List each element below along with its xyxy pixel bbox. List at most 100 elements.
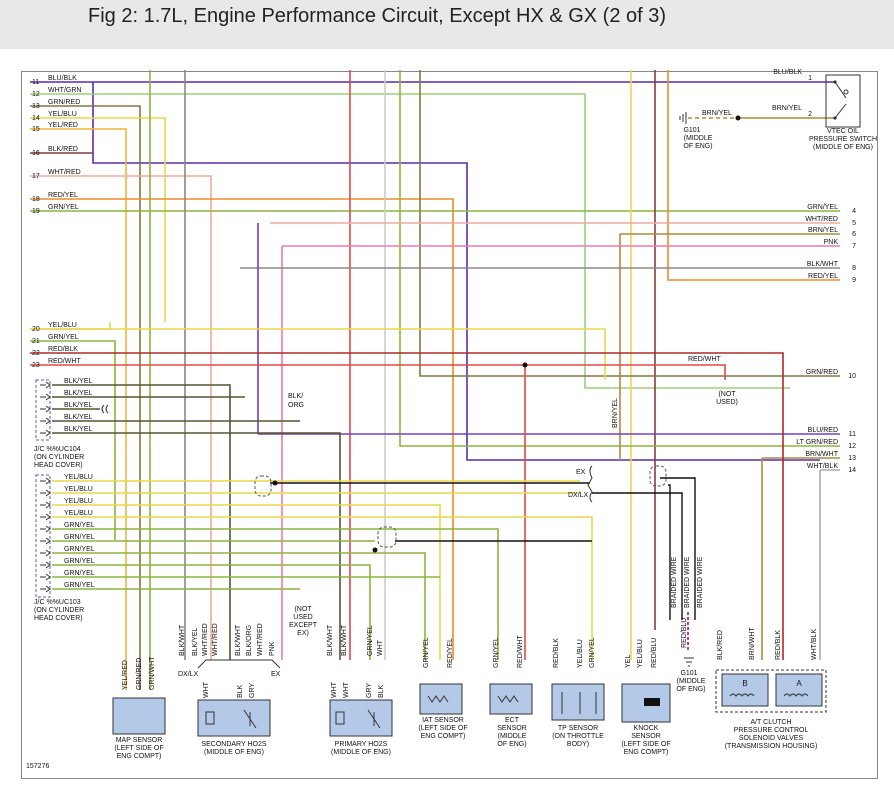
- braided-label-2: BRAIDED WIRE: [684, 556, 691, 608]
- jc104-wire-label: BLK/YEL: [64, 414, 93, 421]
- brn-yel-vert-label: BRN/YEL: [612, 398, 619, 428]
- right-pin-number: 14: [848, 467, 856, 474]
- wire-layer: [30, 70, 840, 690]
- splice-dot: [372, 547, 378, 553]
- atc-wire-4: WHT/BLK: [811, 629, 818, 660]
- atc-a: A: [796, 679, 802, 688]
- sec-wire-4: WHT/RED: [212, 623, 219, 656]
- jc103-wire-4: [52, 516, 593, 660]
- sec-pin-3: GRY: [249, 683, 256, 698]
- ect-label-4: OF ENG): [497, 741, 526, 748]
- splice-dot: [272, 480, 278, 486]
- pin-arrow-icon: [40, 573, 51, 581]
- braided-label-3: BRAIDED WIRE: [697, 556, 704, 608]
- diagram-frame: [21, 71, 878, 779]
- jc104-wire-5: [52, 432, 341, 660]
- jc103-wire-label: GRN/YEL: [64, 546, 95, 553]
- splice-dots: [272, 115, 741, 553]
- wire-18-red-yel: [30, 198, 454, 660]
- right-pin-label: BLU/BLK: [773, 69, 802, 76]
- knock-label-4: ENG COMPT): [624, 749, 669, 756]
- jc103-connector: YEL/BLUYEL/BLUYEL/BLUYEL/BLUGRN/YELGRN/Y…: [34, 474, 95, 622]
- page-title: Fig 2: 1.7L, Engine Performance Circuit,…: [88, 5, 667, 27]
- g101-top-wire-label: BRN/YEL: [702, 110, 732, 117]
- pin-arrow-icon: [40, 501, 51, 509]
- atc-wire-1: BLK/RED: [717, 630, 724, 660]
- pri-label-2: (MIDDLE OF ENG): [331, 749, 391, 756]
- jc103-label-1: J/C %%UC103: [34, 599, 81, 606]
- right-pin-number: 4: [852, 208, 856, 215]
- pin-arrow-icon: [40, 561, 51, 569]
- pri-wire-2: BLK/WHT: [341, 624, 348, 656]
- g101-top-l2: (MIDDLE: [684, 135, 713, 142]
- sec-wire-5: BLK/WHT: [235, 624, 242, 656]
- left-pin-label: BLU/BLK: [48, 75, 77, 82]
- tp-sensor: RED/BLK YEL/BLU GRN/YEL TP SENSOR (ON TH…: [551, 637, 605, 748]
- jc103-wire-label: GRN/YEL: [64, 534, 95, 541]
- left-pin-number: 12: [32, 91, 40, 98]
- atc-wire-2: BRN/WHT: [749, 627, 756, 660]
- right-pin-number: 8: [852, 265, 856, 272]
- right-pin-label: WHT/BLK: [807, 463, 838, 470]
- iat-label-2: (LEFT SIDE OF: [418, 725, 467, 732]
- pin-arrow-icon: [40, 429, 51, 437]
- right-pin-label: BRN/WHT: [805, 451, 838, 458]
- ex-label: EX: [576, 469, 586, 476]
- knock-wire-3: RED/BLU: [651, 638, 658, 668]
- vtec-label-3: (MIDDLE OF ENG): [813, 144, 873, 151]
- jc104-wire-1: [52, 384, 231, 660]
- g101-bottom-l2: (MIDDLE: [677, 678, 706, 685]
- ect-label-2: SENSOR: [497, 725, 527, 732]
- jc104-wire-label: BLK/YEL: [64, 390, 93, 397]
- left-pin-label: RED/BLK: [48, 346, 78, 353]
- pin-arrow-icon: [40, 393, 51, 401]
- right-pin-number: 5: [852, 220, 856, 227]
- pin-arrow-icon: [40, 537, 51, 545]
- right-pin-labels: 1BLU/BLK2BRN/YEL4GRN/YEL5WHT/RED6BRN/YEL…: [772, 69, 856, 474]
- g101-top-l3: OF ENG): [683, 143, 712, 150]
- atc-b: B: [742, 679, 747, 688]
- jc104-label-3: HEAD COVER): [34, 462, 83, 469]
- left-pin-number: 13: [32, 103, 40, 110]
- left-pin-number: 22: [32, 350, 40, 357]
- sec-note-1: (NOT: [294, 606, 312, 613]
- left-pin-number: 23: [32, 362, 40, 369]
- g101-bottom-l3: OF ENG): [676, 686, 705, 693]
- sec-wire-2: BLK/YEL: [192, 627, 199, 656]
- right-pin-label: BRN/YEL: [808, 227, 838, 234]
- left-pin-label: BLK/RED: [48, 146, 78, 153]
- left-pin-number: 16: [32, 150, 40, 157]
- left-pin-label: GRN/RED: [48, 99, 80, 106]
- pin-arrow-icon: [40, 381, 51, 389]
- jc103-wire-5: [52, 528, 499, 660]
- knock-label-2: SENSOR: [631, 733, 661, 740]
- right-pin-number: 10: [848, 373, 856, 380]
- wire-brn-wht-r: [761, 457, 840, 660]
- pri-wire-1: BLK/WHT: [327, 624, 334, 656]
- sec-wire-3: WHT/RED: [202, 623, 209, 656]
- map-wire-3: GRN/WHT: [149, 656, 156, 690]
- tp-wire-1: RED/BLK: [553, 638, 560, 668]
- atc-label-2: PRESSURE CONTROL: [734, 727, 809, 734]
- jc103-wire-3: [52, 504, 441, 660]
- blk-org-label-1: BLK/: [288, 393, 303, 400]
- not-used-label-1: (NOT: [718, 391, 736, 398]
- splice-dot: [735, 115, 741, 121]
- left-pin-number: 19: [32, 208, 40, 215]
- wire-22-red-blk: [30, 352, 784, 660]
- braided-wire-2: [592, 492, 683, 620]
- right-pin-number: 13: [848, 455, 856, 462]
- jc103-wire-label: GRN/YEL: [64, 522, 95, 529]
- braided-label-1: BRAIDED WIRE: [671, 556, 678, 608]
- sec-wire-7: WHT/RED: [257, 623, 264, 656]
- sec-dxlx: DX/LX: [178, 671, 199, 678]
- right-pin-label: GRN/RED: [806, 369, 838, 376]
- iat-wire-2: RED/YEL: [447, 638, 454, 668]
- header-bar: Fig 2: 1.7L, Engine Performance Circuit,…: [0, 0, 894, 49]
- vtec-label-2: PRESSURE SWITCH: [809, 136, 877, 143]
- g101-top: BRN/YEL G101 (MIDDLE OF ENG): [679, 110, 732, 150]
- pin-arrow-icon: [40, 489, 51, 497]
- right-pin-label: GRN/YEL: [807, 204, 838, 211]
